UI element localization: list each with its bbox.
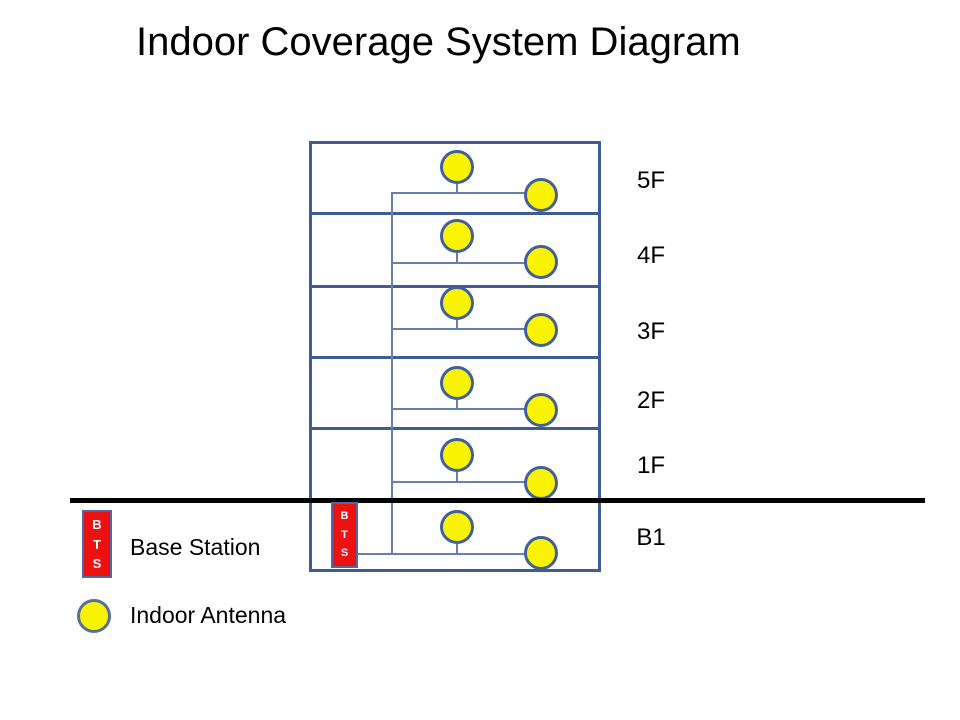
legend-antenna-label: Indoor Antenna xyxy=(130,602,287,628)
bts-letter: T xyxy=(341,528,348,541)
feeder-line-1f xyxy=(392,481,541,483)
bts-letter: S xyxy=(92,555,102,571)
indoor-antenna-1f-b xyxy=(524,466,558,500)
indoor-antenna-2f-b xyxy=(524,393,558,427)
antenna-stub-2f xyxy=(456,400,458,409)
floor-label-4f: 4F xyxy=(636,242,665,269)
indoor-antenna-5f-a xyxy=(440,150,474,184)
floor-divider-2f-1f xyxy=(310,427,599,430)
bts-letter: B xyxy=(92,517,102,533)
indoor-antenna-4f-a xyxy=(440,219,474,253)
diagram-title: Indoor Coverage System Diagram xyxy=(136,20,741,64)
bts-letter: B xyxy=(340,510,349,523)
antenna-stub-4f xyxy=(456,253,458,263)
indoor-antenna-b1-b xyxy=(524,536,558,570)
feeder-line-5f xyxy=(392,192,541,194)
indoor-antenna-1f-a xyxy=(440,438,474,472)
bts-letter: S xyxy=(340,546,349,559)
feeder-line-2f xyxy=(392,408,541,410)
indoor-antenna-3f-a xyxy=(440,286,474,320)
feeder-line-b1 xyxy=(357,553,541,555)
antenna-stub-1f xyxy=(456,472,458,482)
floor-label-5f: 5F xyxy=(636,167,665,194)
legend-antenna-icon xyxy=(77,599,111,633)
feeder-line-3f xyxy=(392,328,541,330)
indoor-antenna-5f-b xyxy=(524,178,558,212)
antenna-stub-3f xyxy=(456,320,458,329)
bts-box-building: B T S xyxy=(331,502,358,568)
feeder-line-4f xyxy=(392,262,541,264)
floor-label-2f: 2F xyxy=(636,387,665,414)
indoor-antenna-3f-b xyxy=(524,313,558,347)
riser-line xyxy=(391,192,393,555)
indoor-antenna-4f-b xyxy=(524,245,558,279)
floor-label-3f: 3F xyxy=(636,318,665,345)
indoor-antenna-2f-a xyxy=(440,366,474,400)
floor-divider-3f-2f xyxy=(310,356,599,359)
antenna-stub-b1 xyxy=(456,544,458,554)
floor-divider-5f-4f xyxy=(310,212,599,215)
antenna-stub-5f xyxy=(456,184,458,193)
legend-bts-label: Base Station xyxy=(130,534,261,560)
floor-label-b1: B1 xyxy=(636,524,666,551)
floor-label-1f: 1F xyxy=(636,452,665,479)
bts-letter: T xyxy=(93,536,101,552)
indoor-antenna-b1-a xyxy=(440,510,474,544)
ground-line xyxy=(70,498,925,503)
legend-bts-box: B T S xyxy=(82,510,112,578)
